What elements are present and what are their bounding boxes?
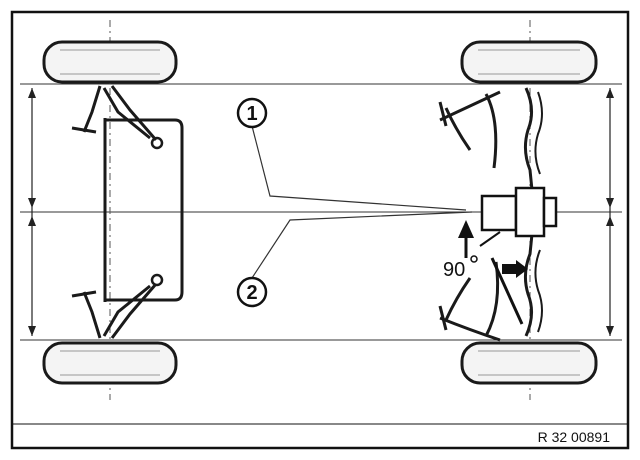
rear-upper-suspension-arms: [71, 85, 158, 141]
front-right-tire: [460, 341, 598, 385]
callout-2-label: 2: [246, 282, 257, 304]
angle-label: 90: [443, 259, 465, 281]
rear-lower-suspension-arms: [71, 283, 158, 339]
degree-symbol: [470, 255, 478, 263]
front-center-housing: [480, 186, 558, 238]
front-left-tire: [460, 40, 598, 84]
tire-tread-marks: [60, 49, 580, 376]
up-arrow-marker: [458, 220, 474, 258]
front-upper-control-arm: [438, 90, 501, 169]
callout-1: 1: [236, 97, 268, 129]
diagram-frame: [10, 10, 630, 450]
front-axle-assembly: [523, 87, 543, 337]
measurement-line-2: [251, 211, 473, 279]
tie-rod-upper: [479, 231, 501, 247]
rear-lower-mount-point: [150, 273, 164, 287]
callout-2: 2: [236, 276, 268, 308]
rear-dimension-line: [28, 88, 36, 336]
callout-1-label: 1: [246, 103, 257, 125]
rear-upper-mount-point: [150, 136, 164, 150]
rear-right-tire: [42, 341, 178, 385]
measurement-line-1: [251, 125, 467, 211]
front-dimension-line: [606, 88, 614, 336]
tie-rod-lower: [490, 257, 524, 325]
reference-code: R 32 00891: [538, 429, 611, 445]
rear-subframe: [103, 118, 184, 302]
rear-left-tire: [42, 40, 178, 84]
right-arrow-marker: [502, 260, 528, 278]
